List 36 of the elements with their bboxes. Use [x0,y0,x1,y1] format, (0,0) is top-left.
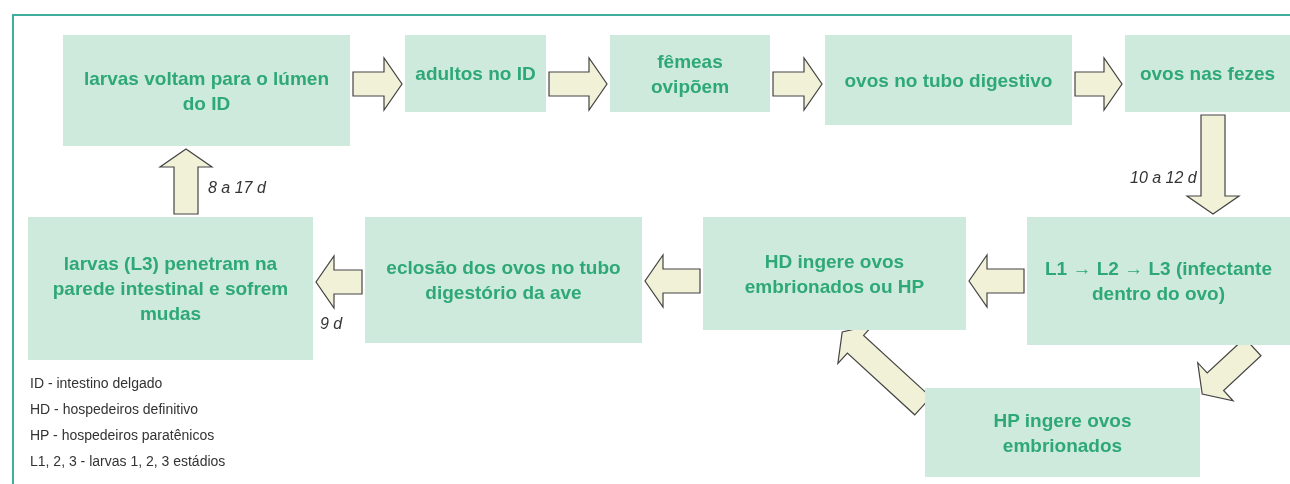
block-arrow [158,148,214,215]
box-text: L1 → L2 → L3 (infectante dentro do ovo) [1044,257,1273,306]
process-box [1027,217,1290,345]
process-box [610,35,770,112]
box-text: ovos no tubo digestivo [844,68,1053,93]
abbreviation-note: HP - hospedeiros paratênicos [30,426,216,445]
process-box [28,217,313,360]
block-arrow [968,253,1025,309]
block-arrow [315,254,363,310]
edge-label: 8 a 17 d [208,178,266,198]
process-box [405,35,546,112]
block-arrow [1074,56,1123,112]
box-text: HP ingere ovos embrionados [992,408,1133,458]
box-text: ovos nas fezes [1139,62,1276,86]
process-box [63,35,350,146]
box-text: eclosão dos ovos no tubo digestório da ave [385,256,622,305]
process-box [1125,35,1290,112]
process-box [365,217,642,343]
block-arrow [772,56,823,112]
process-box [703,217,966,330]
abbreviation-note: L1, 2, 3 - larvas 1, 2, 3 estádios [30,452,226,471]
block-arrow [352,56,403,112]
block-arrow [1185,114,1241,215]
abbreviation-note: HD - hospedeiros definitivo [30,400,200,419]
abbreviation-note: ID - intestino delgado [30,374,164,393]
box-text: larvas voltam para o lúmen do ID [83,66,330,116]
box-text: HD ingere ovos embrionados ou HP [743,249,926,299]
box-text: adultos no ID [415,62,536,86]
edge-label: 9 d [320,314,343,334]
box-text: larvas (L3) penetram na parede intestinal e sofrem mudas [51,252,290,326]
edge-label: 10 a 12 d [1130,168,1197,188]
process-box [925,388,1200,477]
box-text: fêmeas ovipõem [649,49,731,99]
block-arrow [548,56,608,112]
block-arrow [644,253,701,309]
process-box [825,35,1072,125]
